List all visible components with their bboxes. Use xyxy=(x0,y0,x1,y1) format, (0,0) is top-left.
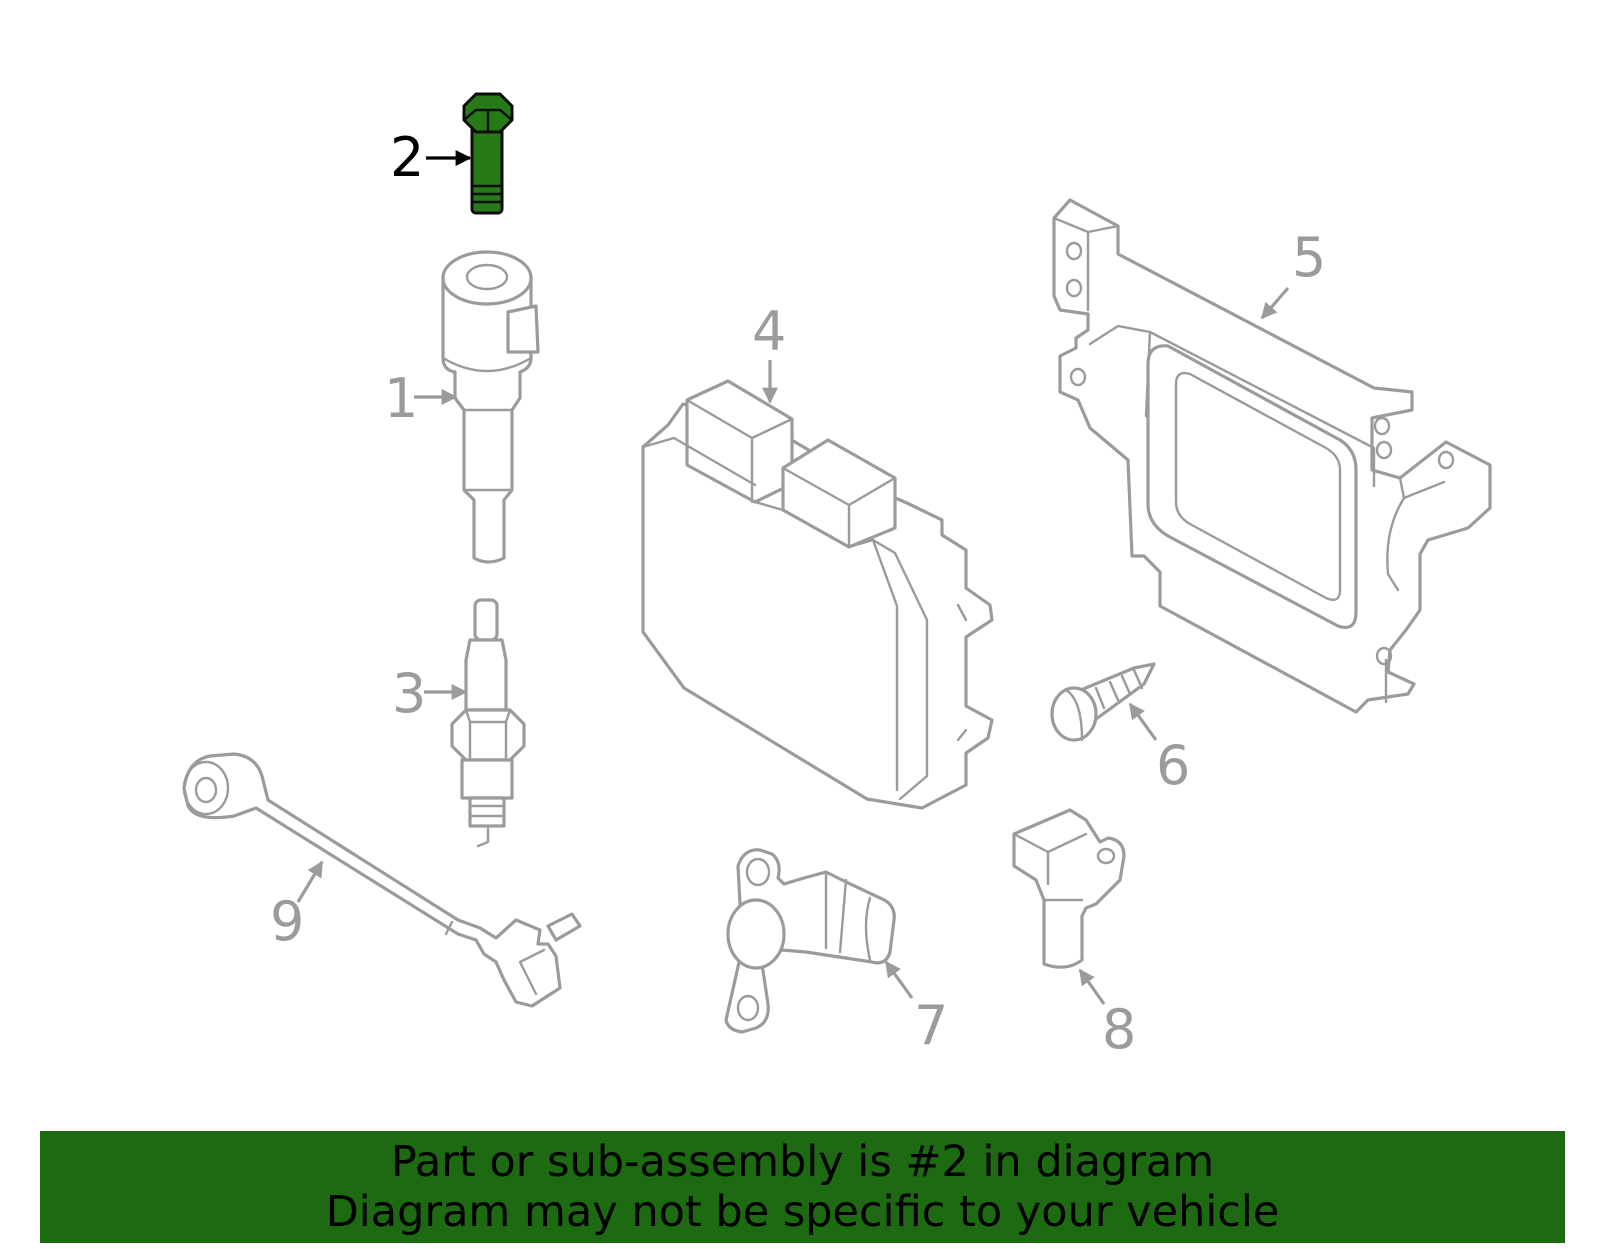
part-8-crank-sensor[interactable] xyxy=(1012,808,1126,969)
part-9-knock-sensor[interactable] xyxy=(182,752,582,1008)
callout-6: 6 xyxy=(1156,734,1190,797)
part-5-bracket[interactable] xyxy=(1052,198,1492,714)
callout-4: 4 xyxy=(752,300,786,363)
callout-7: 7 xyxy=(914,994,948,1057)
leader-5 xyxy=(1260,286,1290,320)
callout-8: 8 xyxy=(1102,998,1136,1061)
callout-2: 2 xyxy=(390,126,424,189)
part-2-bolt[interactable] xyxy=(462,92,514,215)
leader-8 xyxy=(1078,968,1106,1005)
part-6-screw[interactable] xyxy=(1050,662,1156,742)
callout-1: 1 xyxy=(384,367,418,430)
banner-line-2: Diagram may not be specific to your vehi… xyxy=(325,1187,1280,1237)
part-4-ecu-module[interactable] xyxy=(641,379,994,810)
parts-diagram: 1 2 3 4 5 6 7 8 9 xyxy=(182,92,1492,1061)
part-7-cam-sensor[interactable] xyxy=(724,848,896,1034)
leader-7 xyxy=(884,960,914,999)
leader-6 xyxy=(1128,702,1158,741)
leader-9 xyxy=(296,860,324,903)
info-banner: Part or sub-assembly is #2 in diagram Di… xyxy=(40,1131,1565,1243)
callout-5: 5 xyxy=(1292,226,1326,289)
part-1-ignition-coil[interactable] xyxy=(441,250,540,564)
callout-3: 3 xyxy=(392,662,426,725)
banner-line-1: Part or sub-assembly is #2 in diagram xyxy=(390,1137,1215,1187)
part-3-spark-plug[interactable] xyxy=(450,598,526,848)
